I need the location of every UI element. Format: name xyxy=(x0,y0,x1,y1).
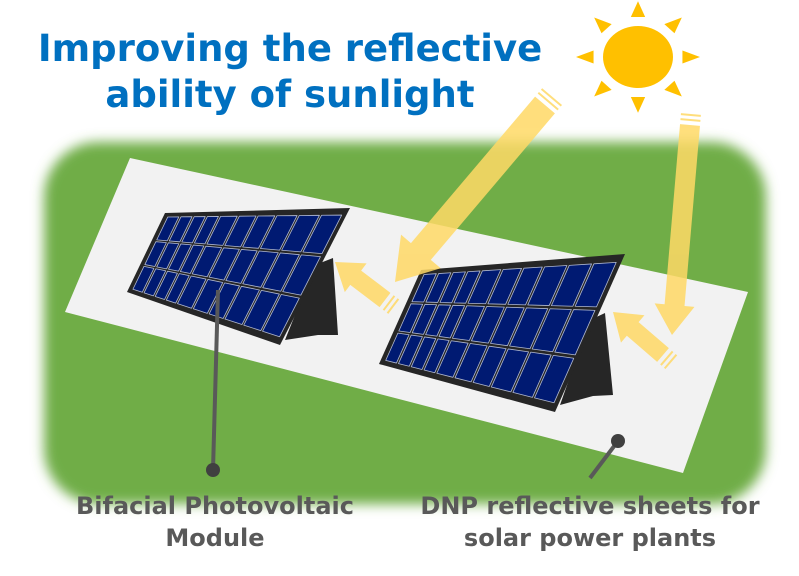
sunlight-arrow xyxy=(613,312,669,362)
solar-cell xyxy=(242,250,279,288)
solar-cell xyxy=(208,247,240,281)
solar-cell xyxy=(531,308,572,353)
solar-cell xyxy=(156,216,180,242)
sun-ray xyxy=(594,17,612,34)
sheet-label: DNP reflective sheets for solar power pl… xyxy=(400,490,780,554)
solar-cell xyxy=(224,215,257,248)
solar-cell xyxy=(242,215,276,249)
solar-cell xyxy=(554,309,596,356)
solar-cell xyxy=(490,348,530,393)
sun-ray xyxy=(630,96,646,113)
page-title: Improving the reflective ability of sunl… xyxy=(0,26,580,118)
solar-cell xyxy=(193,216,219,245)
solar-cell xyxy=(243,289,280,332)
solar-cell xyxy=(143,268,167,297)
solar-cell xyxy=(512,351,552,398)
solar-cell xyxy=(179,244,205,274)
solar-cell xyxy=(551,263,592,307)
solar-cell xyxy=(260,215,298,251)
solar-cell xyxy=(534,354,575,404)
sun-ray xyxy=(630,1,646,18)
solar-cell xyxy=(411,303,438,335)
solar-cell xyxy=(411,273,437,303)
solar-cell xyxy=(423,338,450,374)
sheet-label-line-1: DNP reflective sheets for xyxy=(420,492,760,520)
solar-cell xyxy=(425,272,452,303)
title-line-1: Improving the reflective xyxy=(37,27,543,70)
solar-cell xyxy=(168,243,192,272)
solar-cell xyxy=(472,345,507,387)
solar-cell xyxy=(574,261,617,308)
solar-cell xyxy=(132,265,155,293)
sun-ray xyxy=(682,50,700,64)
solar-cell xyxy=(385,332,410,364)
solar-cell xyxy=(490,306,525,347)
solar-cell xyxy=(192,279,224,314)
solar-cell xyxy=(177,275,207,309)
module-label: Bifacial Photovoltaic Module xyxy=(40,490,390,554)
solar-cell xyxy=(398,334,423,367)
solar-cell xyxy=(144,241,167,267)
solar-cell xyxy=(281,214,320,253)
solar-cell xyxy=(224,285,260,325)
solar-cell xyxy=(439,271,466,304)
sun-ray xyxy=(576,50,594,64)
sun-ray xyxy=(664,17,682,34)
sunlight-arrows xyxy=(335,88,701,369)
solar-cell xyxy=(507,266,543,306)
sunlight-arrow xyxy=(335,262,391,308)
solar-cell xyxy=(454,343,488,383)
solar-cell xyxy=(282,254,321,296)
solar-panel xyxy=(127,208,350,345)
module-label-line-2: Module xyxy=(165,524,265,552)
solar-cell xyxy=(154,270,178,300)
solar-cell xyxy=(206,215,238,246)
solar-cell xyxy=(302,214,343,255)
sun-icon xyxy=(576,1,700,113)
solar-cell xyxy=(527,265,568,306)
solar-cell xyxy=(425,304,452,337)
solar-cell xyxy=(225,249,258,284)
solar-cell xyxy=(181,216,206,244)
solar-cell xyxy=(451,305,485,341)
solar-cell xyxy=(156,242,180,270)
sheet-pointer xyxy=(588,434,625,480)
solar-cell xyxy=(398,303,424,333)
solar-cell xyxy=(509,307,549,350)
sun-ray xyxy=(664,80,682,97)
solar-cell xyxy=(438,304,466,339)
solar-cell xyxy=(453,270,481,304)
module-pointer xyxy=(206,289,220,477)
module-label-line-1: Bifacial Photovoltaic xyxy=(76,492,354,520)
sun-ray xyxy=(594,80,612,97)
solar-cell xyxy=(436,340,469,378)
sunlight-arrow xyxy=(395,96,555,282)
sheet-label-line-2: solar power plants xyxy=(463,524,717,552)
solar-cell xyxy=(410,336,437,370)
solar-cell xyxy=(467,269,502,305)
solar-cell xyxy=(487,267,522,305)
solar-cell xyxy=(262,252,300,292)
solar-cell xyxy=(165,273,190,304)
solar-cell xyxy=(191,245,223,278)
title-line-2: ability of sunlight xyxy=(105,73,475,116)
sunlight-arrow xyxy=(654,124,700,335)
solar-cell xyxy=(471,306,505,344)
solar-panel xyxy=(379,254,625,412)
solar-cell xyxy=(262,294,300,338)
solar-cell xyxy=(168,216,193,243)
